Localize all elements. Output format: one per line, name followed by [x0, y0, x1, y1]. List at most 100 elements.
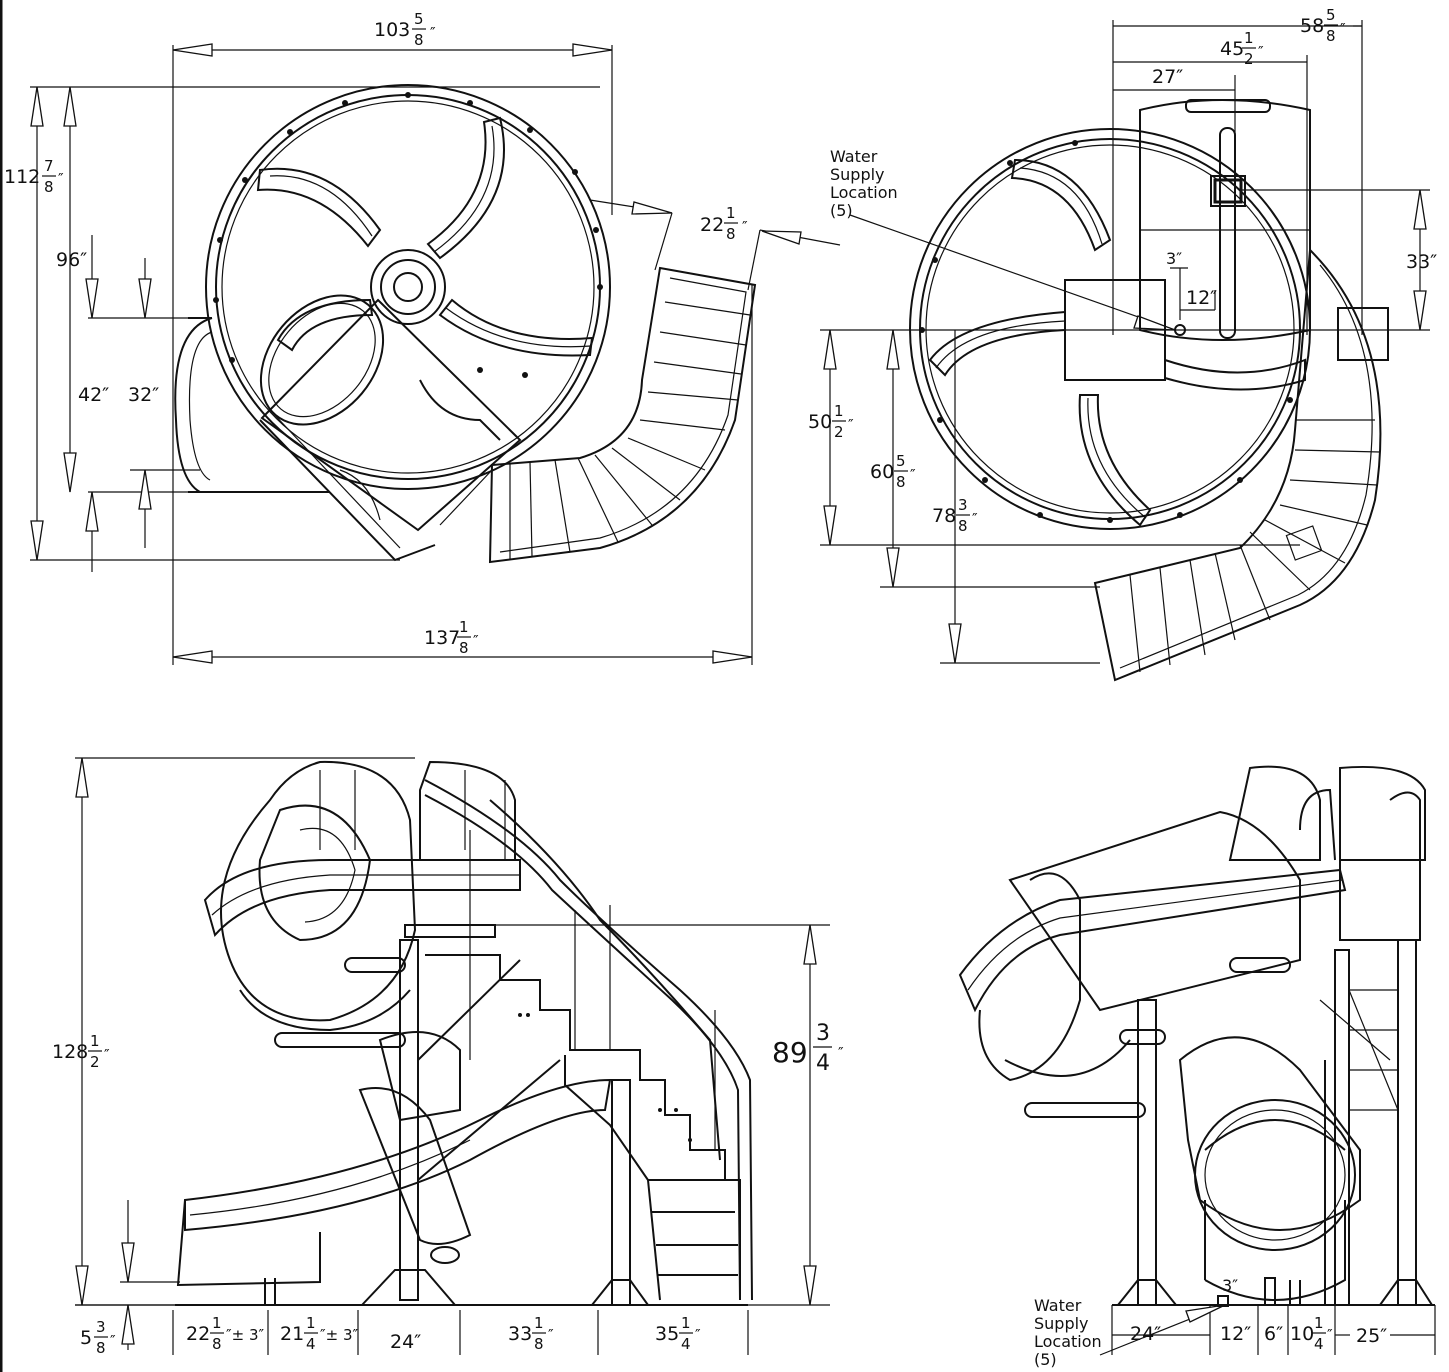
water-supply-label-bottom: Water Supply Location (5) — [1034, 1296, 1102, 1369]
dim-42: 42″ — [78, 384, 109, 406]
dim-58-5-8: 58 5 8 ″ — [1300, 6, 1346, 45]
svg-text:4: 4 — [681, 1335, 691, 1353]
svg-text:58: 58 — [1300, 15, 1324, 37]
dim-35-1-4: 35 1 4 ″ — [655, 1314, 701, 1353]
dim-32: 32″ — [128, 384, 159, 406]
svg-text:″: ″ — [910, 466, 916, 484]
svg-text:8: 8 — [212, 1335, 222, 1353]
dim-24-bottom-left: 24″ — [390, 1331, 421, 1353]
dim-3-top: 3″ — [1166, 249, 1182, 268]
svg-text:103: 103 — [374, 19, 410, 41]
svg-text:″: ″ — [848, 416, 854, 434]
svg-text:89: 89 — [772, 1036, 808, 1069]
svg-text:″: ″ — [1340, 20, 1346, 38]
svg-text:Location: Location — [1034, 1332, 1102, 1351]
dim-33: 33″ — [1406, 251, 1437, 273]
svg-text:112: 112 — [4, 166, 40, 188]
dim-25: 25″ — [1356, 1325, 1387, 1347]
svg-text:2: 2 — [834, 423, 844, 441]
svg-text:22: 22 — [186, 1323, 210, 1345]
svg-text:Location: Location — [830, 183, 898, 202]
svg-text:″± 3″: ″± 3″ — [226, 1326, 264, 1344]
svg-text:Supply: Supply — [830, 165, 885, 184]
svg-text:22: 22 — [700, 214, 724, 236]
svg-text:137: 137 — [424, 627, 460, 649]
svg-text:″± 3″: ″± 3″ — [320, 1326, 358, 1344]
dim-33-1-8: 33 1 8 ″ — [508, 1314, 554, 1353]
svg-text:60: 60 — [870, 461, 894, 483]
dim-22-1-8-tolerance: 22 1 8 ″± 3″ — [186, 1314, 264, 1353]
dim-10-1-4: 10 1 4 ″ — [1290, 1314, 1333, 1353]
svg-text:″: ″ — [110, 1332, 116, 1350]
svg-text:″: ″ — [972, 510, 978, 528]
svg-text:″: ″ — [1258, 43, 1264, 61]
svg-text:5: 5 — [1326, 6, 1336, 24]
dim-3-bottom: 3″ — [1222, 1276, 1238, 1295]
dim-5-3-8: 5 3 8 ″ — [80, 1318, 116, 1357]
svg-text:1: 1 — [834, 402, 844, 420]
bottom-right-side-view — [958, 765, 1436, 1356]
svg-text:Water: Water — [830, 147, 878, 166]
svg-text:8: 8 — [96, 1339, 106, 1357]
svg-text:″: ″ — [58, 170, 64, 188]
svg-text:″: ″ — [430, 24, 436, 42]
svg-text:1: 1 — [306, 1314, 316, 1332]
svg-text:3: 3 — [816, 1021, 830, 1046]
svg-text:33: 33 — [508, 1323, 532, 1345]
svg-text:1: 1 — [534, 1314, 544, 1332]
svg-text:8: 8 — [726, 225, 736, 243]
svg-text:1: 1 — [1314, 1314, 1324, 1332]
svg-text:″: ″ — [742, 218, 748, 236]
dim-22-1-8: 22 1 8 ″ — [700, 204, 748, 243]
svg-text:21: 21 — [280, 1323, 304, 1345]
top-right-plan-view — [820, 20, 1430, 682]
svg-text:(5): (5) — [830, 201, 853, 220]
dim-24-bottom-right: 24″ — [1130, 1323, 1161, 1345]
svg-text:45: 45 — [1220, 38, 1244, 60]
svg-text:″: ″ — [548, 1326, 554, 1344]
dim-12-top: 12″ — [1186, 287, 1217, 309]
svg-text:″: ″ — [838, 1044, 844, 1062]
svg-text:3: 3 — [96, 1318, 106, 1336]
svg-text:8: 8 — [44, 178, 54, 196]
svg-text:8: 8 — [414, 31, 424, 49]
water-supply-label-top: Water Supply Location (5) — [830, 147, 898, 220]
svg-text:4: 4 — [1314, 1335, 1324, 1353]
svg-text:50: 50 — [808, 411, 832, 433]
svg-text:Water: Water — [1034, 1296, 1082, 1315]
svg-text:1: 1 — [459, 618, 469, 636]
svg-text:(5): (5) — [1034, 1350, 1057, 1369]
svg-text:78: 78 — [932, 505, 956, 527]
dim-45-1-2: 45 1 2 ″ — [1220, 29, 1264, 68]
dim-103-5-8: 103 5 8 ″ — [374, 10, 436, 49]
svg-text:1: 1 — [726, 204, 736, 222]
dim-96: 96″ — [56, 249, 87, 271]
svg-text:2: 2 — [90, 1053, 100, 1071]
svg-text:8: 8 — [896, 473, 906, 491]
svg-text:128: 128 — [52, 1041, 88, 1063]
svg-text:3: 3 — [958, 496, 968, 514]
svg-text:5: 5 — [80, 1327, 92, 1349]
svg-text:1: 1 — [681, 1314, 691, 1332]
svg-text:4: 4 — [816, 1051, 830, 1076]
svg-text:35: 35 — [655, 1323, 679, 1345]
svg-text:″: ″ — [104, 1046, 110, 1064]
dim-27: 27″ — [1152, 66, 1183, 88]
svg-text:″: ″ — [695, 1326, 701, 1344]
dim-60-5-8: 60 5 8 ″ — [870, 452, 916, 491]
svg-text:1: 1 — [212, 1314, 222, 1332]
svg-text:5: 5 — [414, 10, 424, 28]
dim-137-1-8: 137 1 8 ″ — [424, 618, 479, 657]
svg-text:8: 8 — [459, 639, 469, 657]
svg-text:Supply: Supply — [1034, 1314, 1089, 1333]
svg-text:″: ″ — [473, 632, 479, 650]
dim-78-3-8: 78 3 8 ″ — [932, 496, 978, 535]
dim-89-3-4: 89 3 4 ″ — [772, 1021, 844, 1076]
dim-112-7-8: 112 7 8 ″ — [4, 157, 64, 196]
svg-text:8: 8 — [534, 1335, 544, 1353]
svg-text:4: 4 — [306, 1335, 316, 1353]
svg-text:″: ″ — [1327, 1326, 1333, 1344]
dim-12-bottom: 12″ — [1220, 1323, 1251, 1345]
dim-128-1-2: 128 1 2 ″ — [52, 1032, 110, 1071]
